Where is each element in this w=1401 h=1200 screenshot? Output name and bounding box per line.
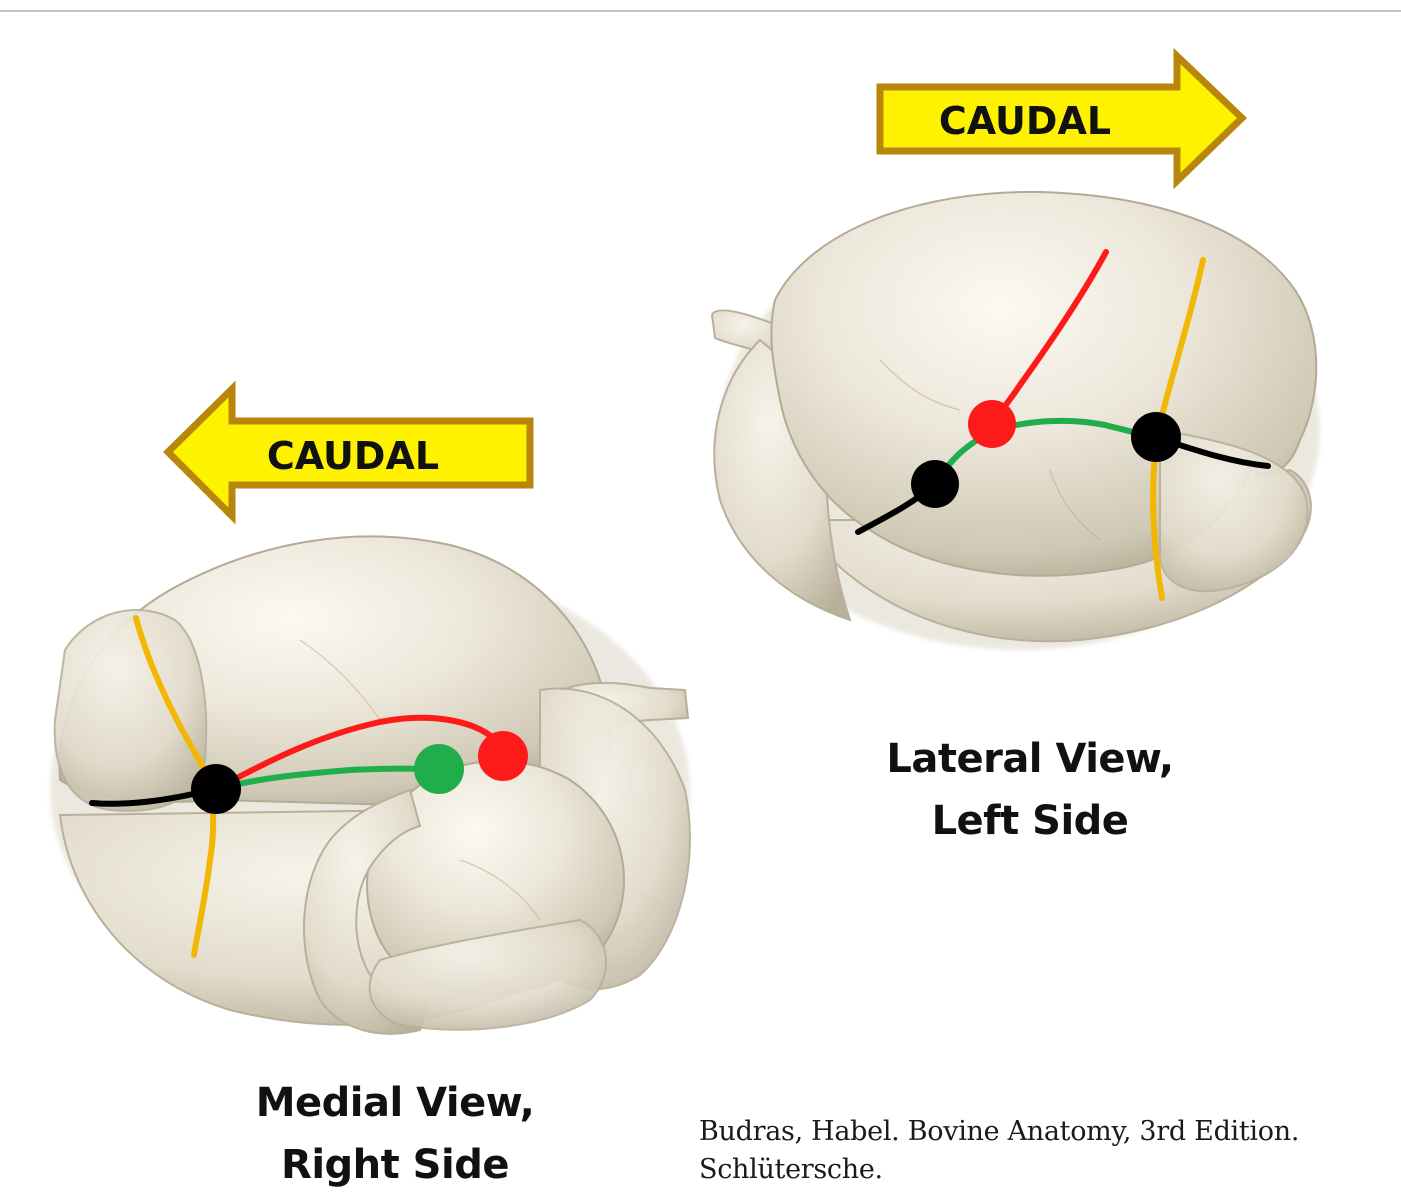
lateral-view-stomach bbox=[710, 190, 1320, 650]
caudal-arrow-left-label: CAUDAL bbox=[267, 434, 439, 478]
source-citation: Budras, Habel. Bovine Anatomy, 3rd Editi… bbox=[699, 1113, 1399, 1189]
citation-line2: Schlütersche. bbox=[699, 1154, 883, 1185]
caudal-arrow-right-label: CAUDAL bbox=[939, 99, 1111, 143]
lateral-view-label: Lateral View, Left Side bbox=[850, 728, 1210, 852]
medial-view-label-line1: Medial View, bbox=[255, 1080, 535, 1126]
caudal-arrow-left: CAUDAL bbox=[163, 380, 534, 525]
citation-line1: Budras, Habel. Bovine Anatomy, 3rd Editi… bbox=[699, 1116, 1300, 1147]
medial-view-label: Medial View, Right Side bbox=[215, 1072, 575, 1196]
top-rule bbox=[0, 0, 1401, 12]
caudal-arrow-right: CAUDAL bbox=[876, 47, 1248, 190]
medial-view-label-line2: Right Side bbox=[281, 1142, 509, 1188]
medial-view-stomach bbox=[50, 535, 691, 1035]
lateral-view-label-line2: Left Side bbox=[931, 798, 1129, 844]
lateral-view-label-line1: Lateral View, bbox=[886, 736, 1174, 782]
